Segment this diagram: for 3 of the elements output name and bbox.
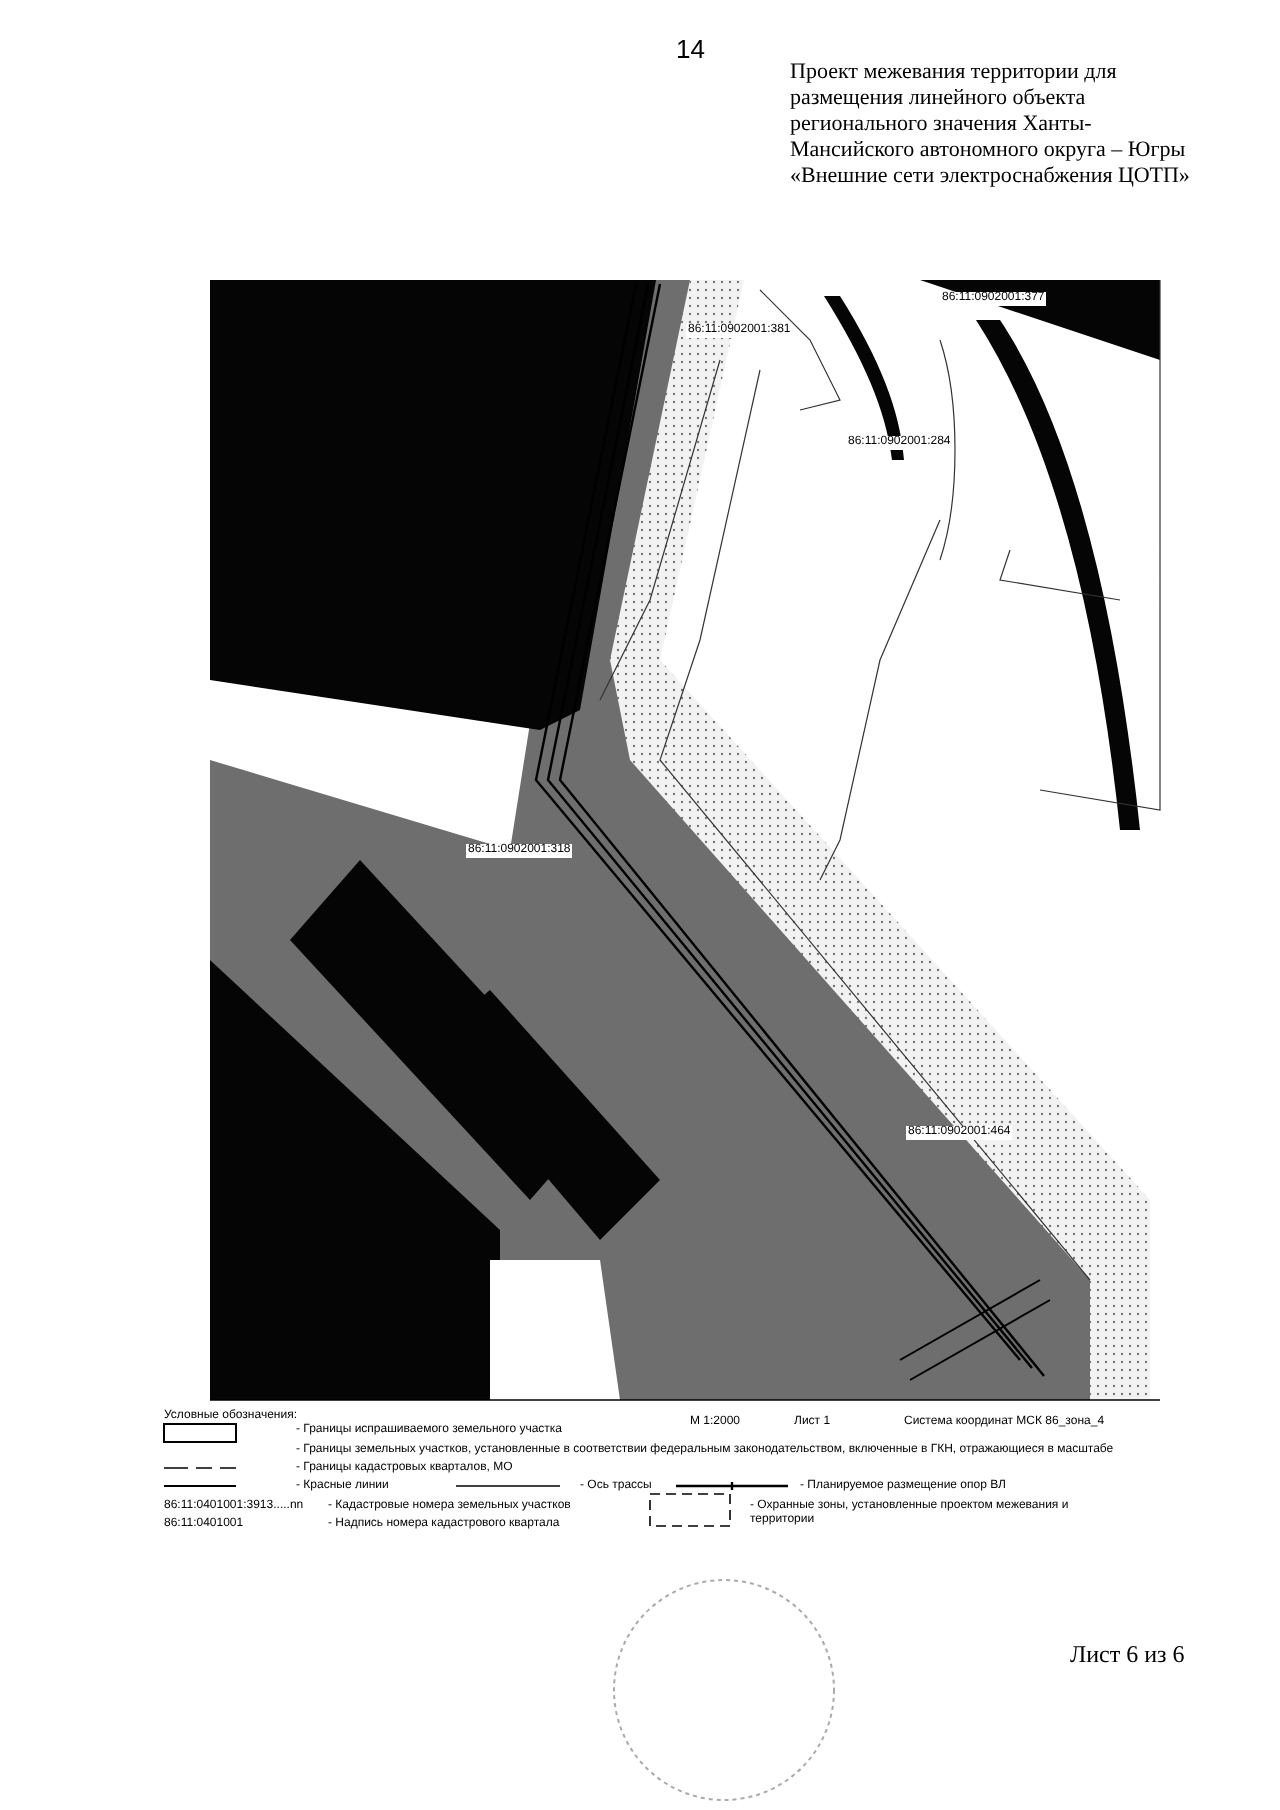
page-number: 14 [676, 34, 705, 64]
sheet-number: Лист 6 из 6 [1070, 1640, 1185, 1670]
title: Проект межевания территории для размещения линейного объекта регионального значения Ханты-Мансийского автономного округа – Югры «Внешние сети электроснабжения ЦОТП» [790, 60, 1192, 190]
